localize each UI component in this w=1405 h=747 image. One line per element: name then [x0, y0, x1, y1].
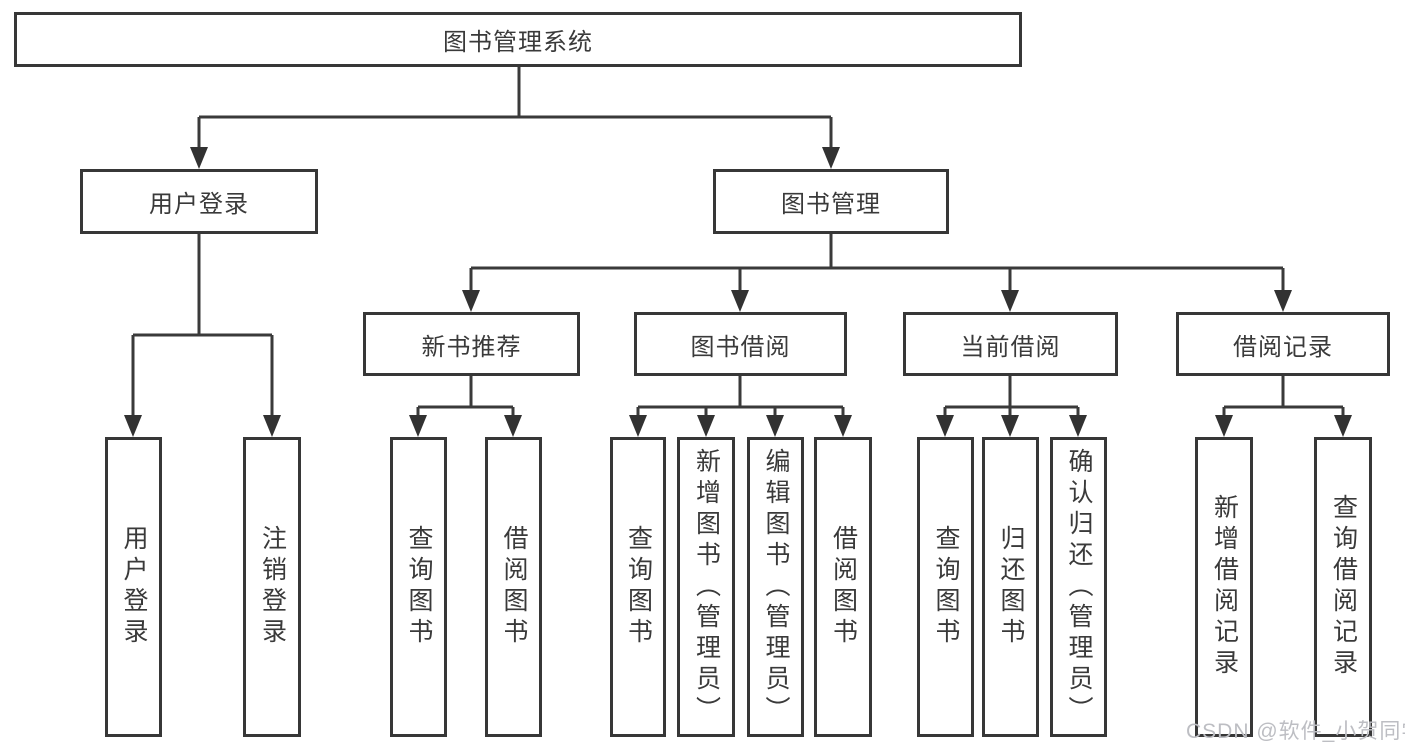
- arrowhead-icon: [1001, 290, 1019, 312]
- node-label: 图书管理系统: [443, 29, 593, 56]
- arrowhead-icon: [190, 147, 208, 169]
- leaf-query-books-current: 查询图书: [917, 437, 974, 737]
- arrowhead-icon: [263, 415, 281, 437]
- node-label: 用户登录: [149, 191, 249, 218]
- node-current-borrow: 当前借阅: [903, 312, 1118, 376]
- arrowhead-icon: [834, 415, 852, 437]
- node-new-book-recommend: 新书推荐: [363, 312, 580, 376]
- leaf-query-borrow-record: 查询借阅记录: [1314, 437, 1372, 737]
- node-label: 确认归还（管理员）: [1065, 447, 1093, 727]
- arrowhead-icon: [822, 147, 840, 169]
- node-label: 图书管理: [781, 191, 881, 218]
- node-label: 查询图书: [405, 525, 433, 649]
- leaf-logout: 注销登录: [243, 437, 301, 737]
- leaf-add-books-admin: 新增图书（管理员）: [677, 437, 735, 737]
- leaf-add-borrow-record: 新增借阅记录: [1195, 437, 1253, 737]
- node-label: 当前借阅: [960, 333, 1061, 361]
- arrowhead-icon: [409, 415, 427, 437]
- node-label: 新书推荐: [421, 333, 522, 361]
- watermark: CSDN @软件_小贺同学: [1186, 720, 1405, 743]
- arrowhead-icon: [1274, 290, 1292, 312]
- node-label: 编辑图书（管理员）: [762, 447, 790, 727]
- node-label: 查询借阅记录: [1329, 494, 1358, 680]
- node-label: 借阅记录: [1233, 333, 1333, 361]
- node-label: 注销登录: [258, 525, 287, 649]
- arrowhead-icon: [1001, 415, 1019, 437]
- node-label: 借阅图书: [500, 525, 528, 649]
- arrowhead-icon: [1334, 415, 1352, 437]
- leaf-confirm-return-admin: 确认归还（管理员）: [1050, 437, 1107, 737]
- leaf-borrow-books-recommend: 借阅图书: [485, 437, 542, 737]
- leaf-user-login: 用户登录: [105, 437, 162, 737]
- arrowhead-icon: [731, 290, 749, 312]
- leaf-return-books: 归还图书: [982, 437, 1039, 737]
- leaf-query-books-recommend: 查询图书: [390, 437, 447, 737]
- leaf-edit-books-admin: 编辑图书（管理员）: [747, 437, 804, 737]
- arrowhead-icon: [1215, 415, 1233, 437]
- arrowhead-icon: [936, 415, 954, 437]
- node-label: 用户登录: [120, 525, 148, 649]
- arrowhead-icon: [1069, 415, 1087, 437]
- node-book-management: 图书管理: [713, 169, 949, 234]
- arrowhead-icon: [462, 290, 480, 312]
- arrowhead-icon: [124, 415, 142, 437]
- node-label: 图书借阅: [690, 333, 791, 361]
- node-label: 查询图书: [932, 525, 960, 649]
- node-book-management-system: 图书管理系统: [14, 12, 1022, 67]
- node-label: 借阅图书: [829, 525, 858, 649]
- node-book-borrow: 图书借阅: [634, 312, 847, 376]
- node-borrow-records: 借阅记录: [1176, 312, 1390, 376]
- arrowhead-icon: [697, 415, 715, 437]
- arrowhead-icon: [504, 415, 522, 437]
- leaf-borrow-books: 借阅图书: [814, 437, 872, 737]
- node-label: 查询图书: [624, 525, 653, 649]
- node-label: 新增借阅记录: [1210, 494, 1239, 680]
- node-label: 归还图书: [997, 525, 1025, 649]
- arrowhead-icon: [629, 415, 647, 437]
- node-label: 新增图书（管理员）: [692, 447, 721, 727]
- arrowhead-icon: [766, 415, 784, 437]
- leaf-query-books-borrow: 查询图书: [610, 437, 666, 737]
- node-user-login: 用户登录: [80, 169, 318, 234]
